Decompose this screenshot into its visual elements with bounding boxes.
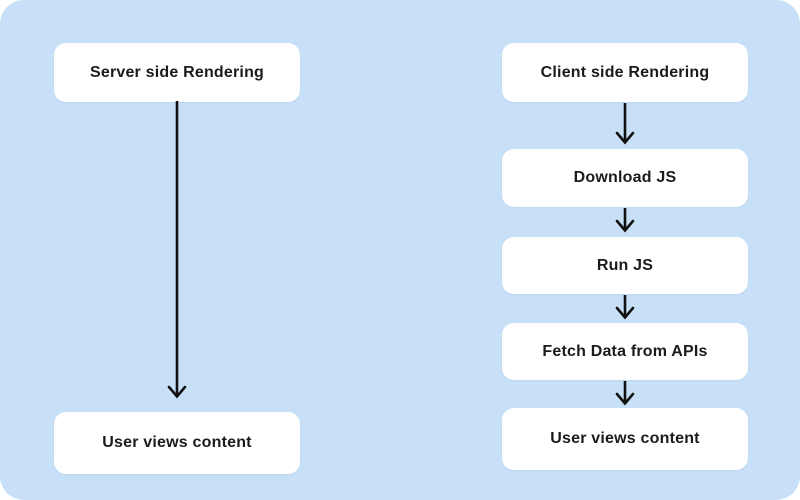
node-download-js: Download JS (502, 149, 748, 207)
arrow-down-icon (161, 101, 193, 399)
arrow-down-icon (609, 381, 641, 406)
arrow-down-icon (609, 208, 641, 233)
arrow-down-icon (609, 295, 641, 320)
node-fetch-data-from-apis: Fetch Data from APIs (502, 323, 748, 380)
node-user-views-content-right: User views content (502, 408, 748, 470)
node-server-side-rendering: Server side Rendering (54, 43, 300, 102)
node-user-views-content-left: User views content (54, 412, 300, 474)
node-client-side-rendering: Client side Rendering (502, 43, 748, 102)
node-run-js: Run JS (502, 237, 748, 294)
arrow-down-icon (609, 103, 641, 145)
